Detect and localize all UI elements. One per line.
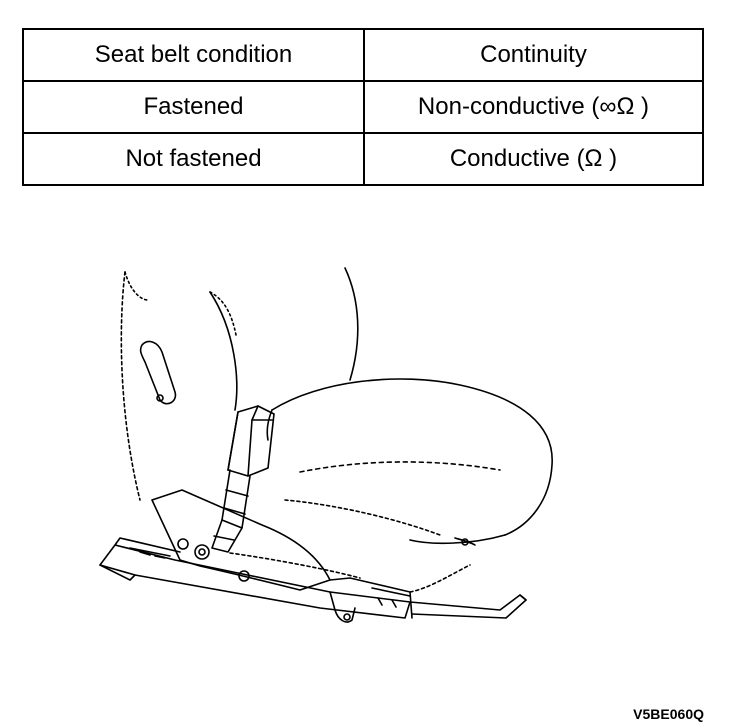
table-row: Fastened Non-conductive (∞Ω ) [22, 80, 704, 134]
header-seat-belt-condition: Seat belt condition [22, 28, 365, 82]
cell-not-fastened: Not fastened [22, 132, 365, 186]
seat-back [120, 267, 359, 501]
cell-fastened: Fastened [22, 80, 365, 134]
header-continuity: Continuity [363, 28, 704, 82]
cell-conductive: Conductive (Ω ) [363, 132, 704, 186]
figure-code: V5BE060Q [633, 706, 704, 722]
recline-lever [139, 340, 177, 405]
seat-cushion [266, 378, 553, 546]
table-row: Not fastened Conductive (Ω ) [22, 132, 704, 186]
continuity-table: Seat belt condition Continuity Fastened … [22, 28, 704, 186]
seat-rail [99, 537, 527, 623]
harness-wire [229, 552, 471, 593]
buckle [211, 405, 275, 553]
table-header-row: Seat belt condition Continuity [22, 28, 704, 82]
cell-non-conductive: Non-conductive (∞Ω ) [363, 80, 704, 134]
seat-frame-bracket [151, 489, 331, 591]
